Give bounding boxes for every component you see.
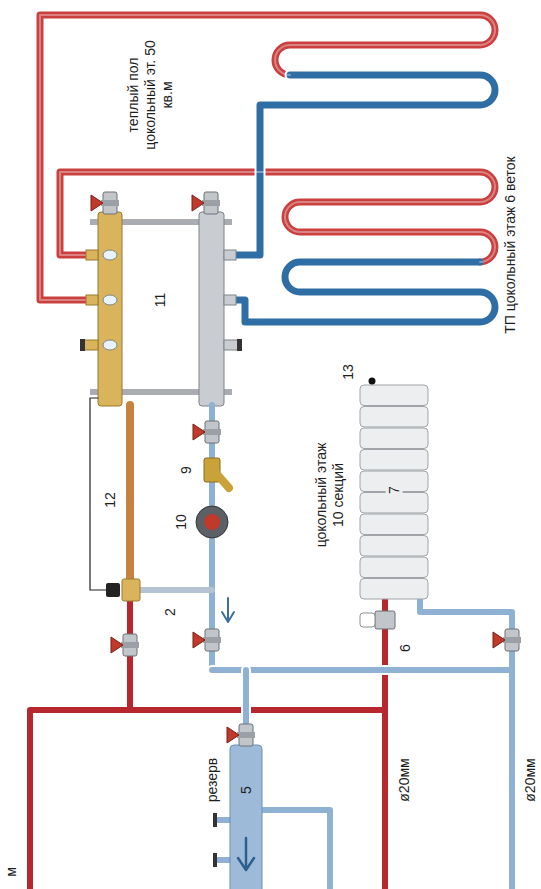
pipe-halo: [241, 670, 251, 723]
flow-meter: [103, 340, 117, 350]
manifold: [80, 212, 242, 406]
collector: [230, 745, 262, 889]
mains: [30, 398, 512, 889]
callout-number: 10: [173, 512, 190, 532]
port-cap: [237, 339, 242, 351]
callout-number: 5: [238, 784, 255, 796]
callout-number: 13: [340, 362, 357, 382]
supply-pipe: [30, 710, 385, 889]
area-label: теплый пол цокольный эт. 50 кв.м: [125, 37, 175, 153]
supply-pipe: [382, 600, 388, 889]
callout-number: 9: [178, 464, 195, 476]
stub-cap: [213, 853, 217, 867]
port: [86, 295, 98, 305]
port: [224, 340, 238, 350]
return-pipe: [262, 810, 330, 889]
flow-meter: [103, 295, 117, 305]
flow-meter: [103, 250, 117, 260]
pump: [196, 506, 228, 538]
copper-pipe: [126, 405, 134, 580]
ball-valve: [91, 192, 119, 214]
return-pipe: [243, 670, 249, 723]
supply-bar: [98, 212, 122, 406]
return-pipe: [212, 667, 512, 673]
pump: [204, 514, 220, 530]
radiator-label: цокольный этаж 10 секций: [313, 431, 347, 559]
pipe-highlight: [40, 15, 495, 300]
callout-number: 12: [102, 490, 119, 510]
mixing-valve: [122, 579, 140, 601]
reserve-stub: [218, 817, 230, 823]
dimension-label: ø20мм: [396, 756, 413, 803]
ball-valve: [193, 421, 221, 443]
callout-number: 2: [162, 606, 179, 618]
callout-number: 6: [397, 642, 414, 654]
callout-number: 11: [152, 291, 169, 310]
ball-valve: [192, 192, 220, 214]
radiator-valve: [375, 611, 395, 629]
thermo-head: [106, 583, 120, 597]
port-cap: [80, 339, 85, 351]
strainer: [215, 472, 229, 488]
dimension-label: м: [3, 865, 20, 879]
pipe-halo: [224, 75, 495, 255]
air-vent: [369, 378, 376, 385]
ball-valve: [493, 629, 521, 651]
ball-valve: [227, 724, 255, 746]
port: [86, 250, 98, 260]
flow-arrow: [222, 598, 234, 622]
radiator-valve-head: [360, 613, 375, 627]
stub-cap: [213, 813, 217, 827]
pipe-highlight: [60, 172, 495, 262]
pipe-halo: [212, 665, 512, 675]
callout-number: 7: [386, 484, 403, 496]
port: [224, 295, 236, 305]
ball-valve: [111, 634, 139, 656]
loop-label: ТП цокольный этаж 6 веток: [502, 154, 519, 335]
note-label: резерв: [204, 756, 221, 805]
port: [84, 340, 98, 350]
supply-loop: [40, 15, 495, 300]
return-bar: [199, 212, 224, 406]
return-loop: [224, 262, 495, 322]
ball-valve: [193, 629, 221, 651]
dimension-label: ø20мм: [521, 756, 538, 803]
port: [224, 250, 236, 260]
bypass-pipe: [140, 587, 212, 593]
flow-arrow: [238, 838, 254, 870]
return-loop: [224, 75, 495, 255]
supply-loop: [60, 172, 495, 262]
reserve-stub: [218, 857, 230, 863]
radiator: [360, 385, 428, 599]
